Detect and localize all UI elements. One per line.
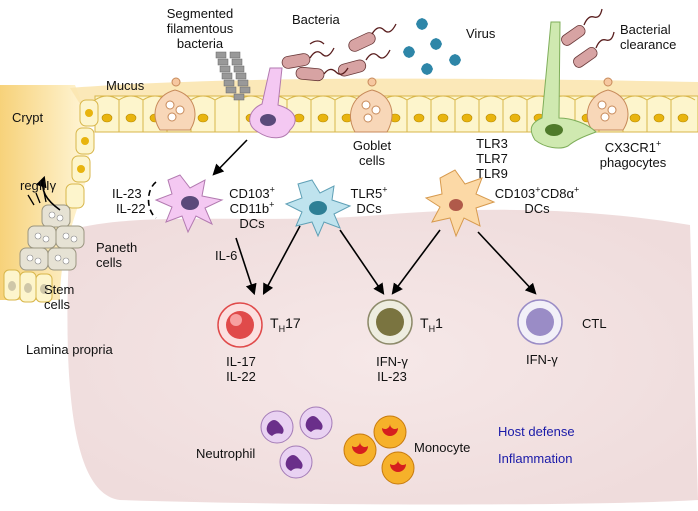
arrows — [35, 139, 537, 296]
goblet-cell-icon — [586, 77, 629, 131]
bacteria-icon — [281, 8, 615, 82]
label-neutrophil: Neutrophil — [196, 446, 256, 461]
label-cd103-cd8a-dcs: CD103+CD8α+ DCs — [494, 184, 580, 216]
ctl-cell — [517, 299, 563, 345]
label-inflammation: Inflammation — [498, 451, 573, 466]
label-th17: TH17 — [270, 315, 301, 334]
label-ctl: CTL — [582, 316, 607, 331]
regiii-arrows — [27, 191, 47, 206]
th1-cell — [367, 299, 413, 345]
label-virus: Virus — [466, 26, 496, 41]
label-ctl-cytokine: IFN-γ — [526, 352, 558, 367]
dendritic-cell-icon — [424, 169, 496, 238]
label-lamina-propria: Lamina propria — [26, 342, 113, 357]
segmented-filamentous-bacteria-icon — [215, 51, 251, 101]
virus-icon — [403, 18, 461, 75]
dendritic-cell-icon — [249, 67, 296, 139]
lamina-propria-region — [67, 209, 698, 505]
label-th1: TH1 — [420, 315, 443, 334]
phagocyte-icon — [530, 21, 597, 149]
label-tlr5-dcs: TLR5+ DCs — [350, 184, 388, 216]
label-host-defense: Host defense — [498, 424, 575, 439]
monocyte-icon — [343, 415, 415, 485]
goblet-cell-icon — [154, 77, 196, 131]
label-mucus: Mucus — [106, 78, 145, 93]
neutrophil-icon — [260, 406, 333, 479]
label-cx3cr1-phagocytes: CX3CR1+ phagocytes — [599, 138, 667, 170]
dendritic-cell-icon — [154, 174, 224, 234]
label-regiii: regIIIγ — [20, 178, 57, 193]
th17-cell — [217, 302, 263, 348]
label-il6: IL-6 — [215, 248, 238, 263]
dendritic-cell-icon — [284, 179, 352, 238]
label-bacteria: Bacteria — [292, 12, 340, 27]
paneth-cells — [19, 204, 85, 271]
label-monocyte: Monocyte — [414, 440, 471, 455]
label-crypt: Crypt — [12, 110, 44, 125]
label-cd103-cd11b-dcs: CD103+ CD11b+ DCs — [229, 184, 275, 231]
goblet-cell-icon — [350, 77, 393, 133]
